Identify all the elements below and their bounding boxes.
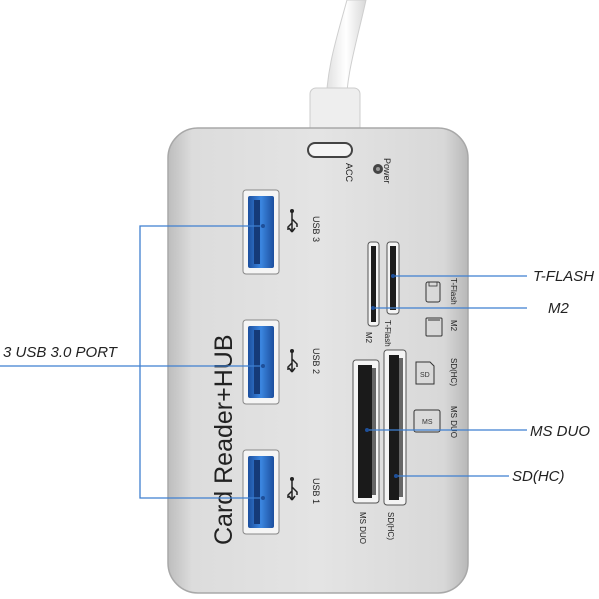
callout-dots [261,224,398,500]
callout-lines [0,225,527,499]
acc-label: ACC [344,163,354,183]
usb-icon [287,477,298,501]
callout-msduo: MS DUO [530,423,590,440]
tflash-card-icon [425,281,441,303]
usb-port-2[interactable] [242,319,280,405]
device-title: Card Reader+HUB [210,334,238,545]
legend-m2: M2 [449,320,458,332]
m2-slot-label: M2 [364,332,373,344]
cable-strain-relief [309,87,361,135]
msduo-slot-label: MS DUO [358,512,367,544]
callout-sdhc: SD(HC) [512,468,565,485]
m2-card-icon [425,317,443,337]
power-label: Power [382,158,392,184]
acc-button[interactable] [307,142,353,158]
sd-card-icon: SD [415,361,435,385]
callout-m2: M2 [548,300,569,317]
legend-ms: MS DUO [449,406,458,438]
ms-icon-text: MS [422,419,433,426]
usb-icon [287,209,298,233]
sdhc-slot[interactable] [383,349,407,506]
legend-sd: SD(HC) [449,358,458,386]
sdhc-slot-label: SD(HC) [386,512,395,540]
usb-2-label: USB 2 [311,348,321,374]
power-led-center [376,167,380,171]
legend-tflash: T-Flash [449,278,458,305]
usb-port-3[interactable] [242,189,280,275]
callout-tflash: T-FLASH [533,268,595,285]
usb-3-label: USB 3 [311,216,321,242]
callout-usb-ports: 3 USB 3.0 PORT [3,344,117,361]
ms-card-icon: MS [413,409,441,433]
m2-slot[interactable] [367,241,380,327]
sd-icon-text: SD [420,372,430,379]
usb-port-1[interactable] [242,449,280,535]
tflash-slot-label: T-Flash [383,320,392,347]
msduo-slot[interactable] [352,359,380,504]
usb-icon [287,349,298,373]
usb-1-label: USB 1 [311,478,321,504]
